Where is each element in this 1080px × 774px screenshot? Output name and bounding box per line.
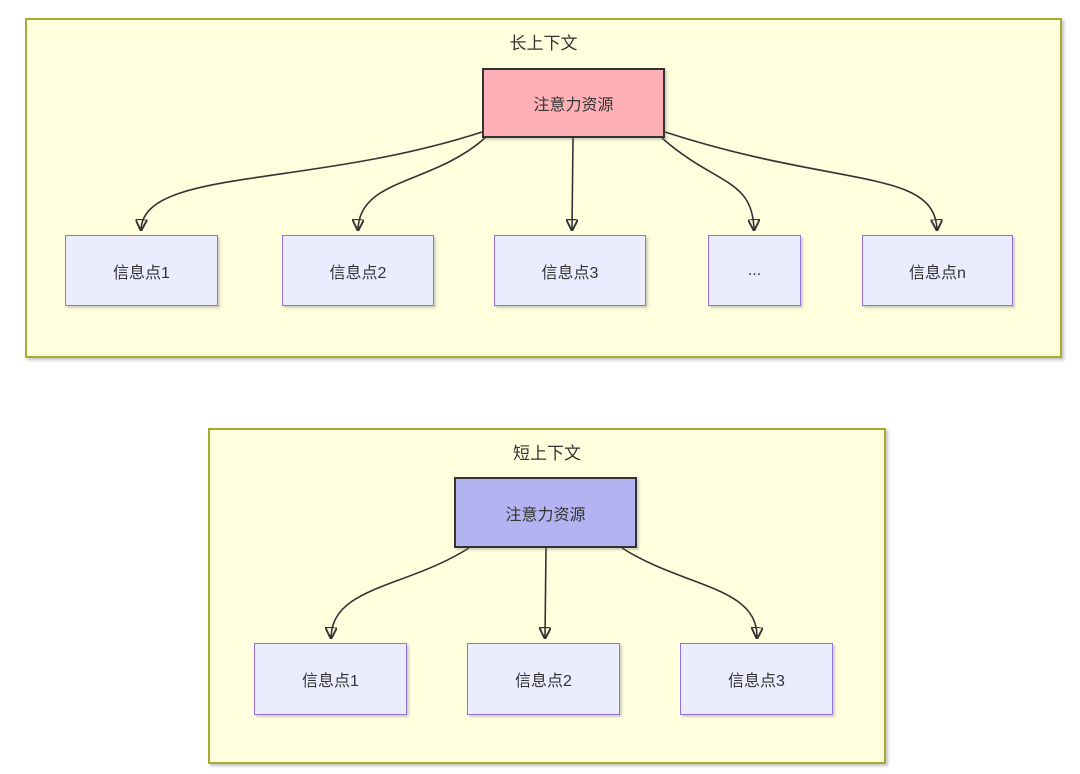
info-node-short-2: 信息点2 bbox=[467, 643, 620, 715]
info-node-long-ellipsis: ... bbox=[708, 235, 801, 306]
short-context-title: 短上下文 bbox=[513, 444, 581, 463]
attention-resource-node-long: 注意力资源 bbox=[482, 68, 665, 138]
info-node-long-3: 信息点3 bbox=[494, 235, 646, 306]
info-node-long-n: 信息点n bbox=[862, 235, 1013, 306]
info-node-short-3: 信息点3 bbox=[680, 643, 833, 715]
info-node-long-1: 信息点1 bbox=[65, 235, 218, 306]
attention-resource-node-short: 注意力资源 bbox=[454, 477, 637, 548]
info-node-long-2: 信息点2 bbox=[282, 235, 434, 306]
long-context-title: 长上下文 bbox=[509, 34, 578, 53]
info-node-short-1: 信息点1 bbox=[254, 643, 407, 715]
